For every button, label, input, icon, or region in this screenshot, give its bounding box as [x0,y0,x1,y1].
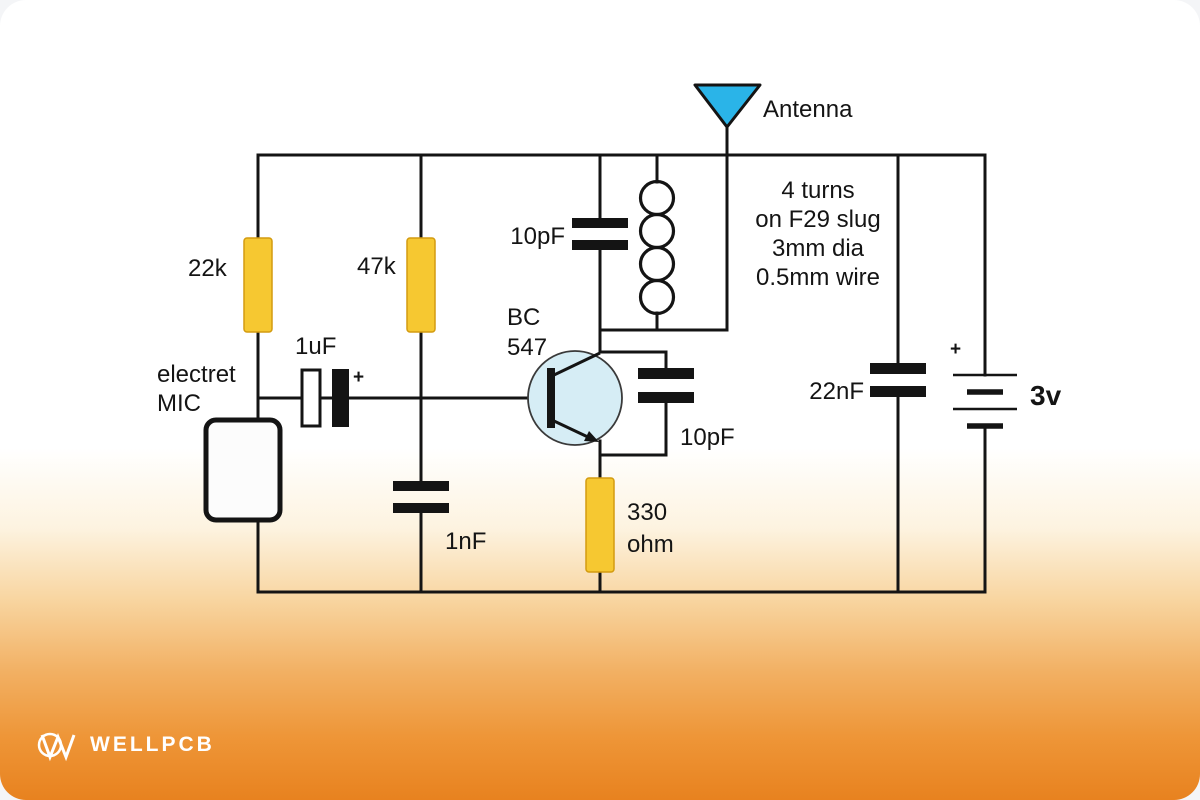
inductor-coil [638,179,676,316]
battery-voltage-label: 3v [1030,380,1062,411]
battery-polarity: + [950,339,962,360]
resistor-330-value: 330 [627,499,668,526]
antenna-icon [693,83,762,129]
resistor-330-label: 330 ohm [627,497,674,561]
wellpcb-brand: WELLPCB [36,726,215,764]
coil-turn [638,245,676,283]
resistors [243,237,615,573]
antenna-label: Antenna [763,96,853,123]
coil-note-line-1: 4 turns [781,177,855,204]
cap-1uf-plate-pos [332,369,349,427]
cap-1uf [300,368,349,428]
battery-3v [953,373,1017,429]
cap-10pf-tank-plate [572,218,628,228]
transistor-bc547 [527,350,623,446]
coil-note-line-2: on F29 slug [755,206,881,233]
coil-note-line-4: 0.5mm wire [755,264,881,291]
cap-1uf-polarity: + [353,367,365,388]
cap-10pf-feedback-plate [638,392,694,403]
cap-1nf-plate [393,481,449,491]
transistor-collector-lead [553,351,601,377]
wire-feedback-bottom [598,401,668,457]
wire-feedback-top [598,350,668,370]
transistor-label-line-1: BC [507,304,541,331]
transistor-emitter-lead [553,419,591,440]
transistor-label-line-2: 547 [507,334,548,361]
wellpcb-logo-icon [37,732,76,762]
capacitor-plates [393,218,926,513]
cap-10pf-tank-label: 10pF [510,223,565,250]
transistor-emitter-arrow [584,431,599,442]
coil-note-line-3: 3mm dia [771,235,865,262]
resistor-330-unit: ohm [627,531,674,558]
coil-note: 4 turns on F29 slug 3mm dia 0.5mm wire [729,176,907,292]
electret-mic-body [203,417,283,523]
cap-1uf-plate-neg [300,368,322,428]
cap-22nf-label: 22nF [809,378,864,405]
transistor-label: BC 547 [507,303,547,363]
coil-turn [638,179,676,217]
resistor-47k-body [406,237,436,333]
cap-1nf-plate [393,503,449,513]
resistor-22k-label: 22k [188,255,227,282]
mic-label: electret MIC [157,360,236,418]
cap-22nf-plate [870,386,926,397]
coil-turn [638,278,676,316]
cap-22nf-plate [870,363,926,374]
wellpcb-brand-text: WELLPCB [90,733,215,756]
cap-10pf-feedback-plate [638,368,694,379]
wire-tank-loop [598,153,729,332]
cap-10pf-tank-plate [572,240,628,250]
resistor-330-body [585,477,615,573]
coil-turn [638,212,676,250]
resistor-47k-label: 47k [357,253,396,280]
mic-label-line-1: electret [157,361,236,388]
resistor-22k-body [243,237,273,333]
cap-10pf-feedback-label: 10pF [680,424,735,451]
cap-1nf-label: 1nF [445,528,487,555]
transistor-base-bar [547,368,555,428]
mic-label-line-2: MIC [157,390,201,417]
cap-1uf-label: 1uF [295,333,337,360]
